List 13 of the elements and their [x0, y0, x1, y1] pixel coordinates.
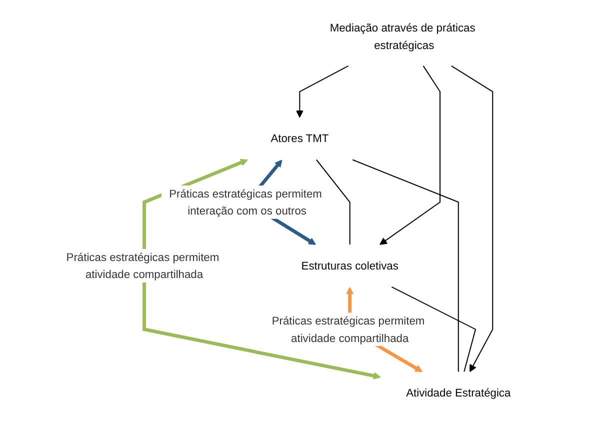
node-text: Atividade Estratégica [406, 386, 511, 400]
arrow [380, 66, 441, 245]
arrow [296, 66, 348, 118]
node-text: Estruturas coletivas [301, 259, 398, 272]
edge-label: Práticas estratégicas permitem interação com os outros [169, 187, 322, 217]
connector [352, 159, 459, 372]
connector [316, 159, 350, 245]
connector [392, 286, 476, 372]
edge-label: Práticas estratégicas permitem atividade compartilhada [66, 250, 220, 280]
edge-label: Práticas estratégicas permitem atividade compartilhada [272, 314, 425, 344]
arrow [451, 66, 494, 372]
node-text: Atores TMT [270, 132, 329, 145]
node-text: Mediação através de práticas estratégicas [330, 21, 476, 51]
